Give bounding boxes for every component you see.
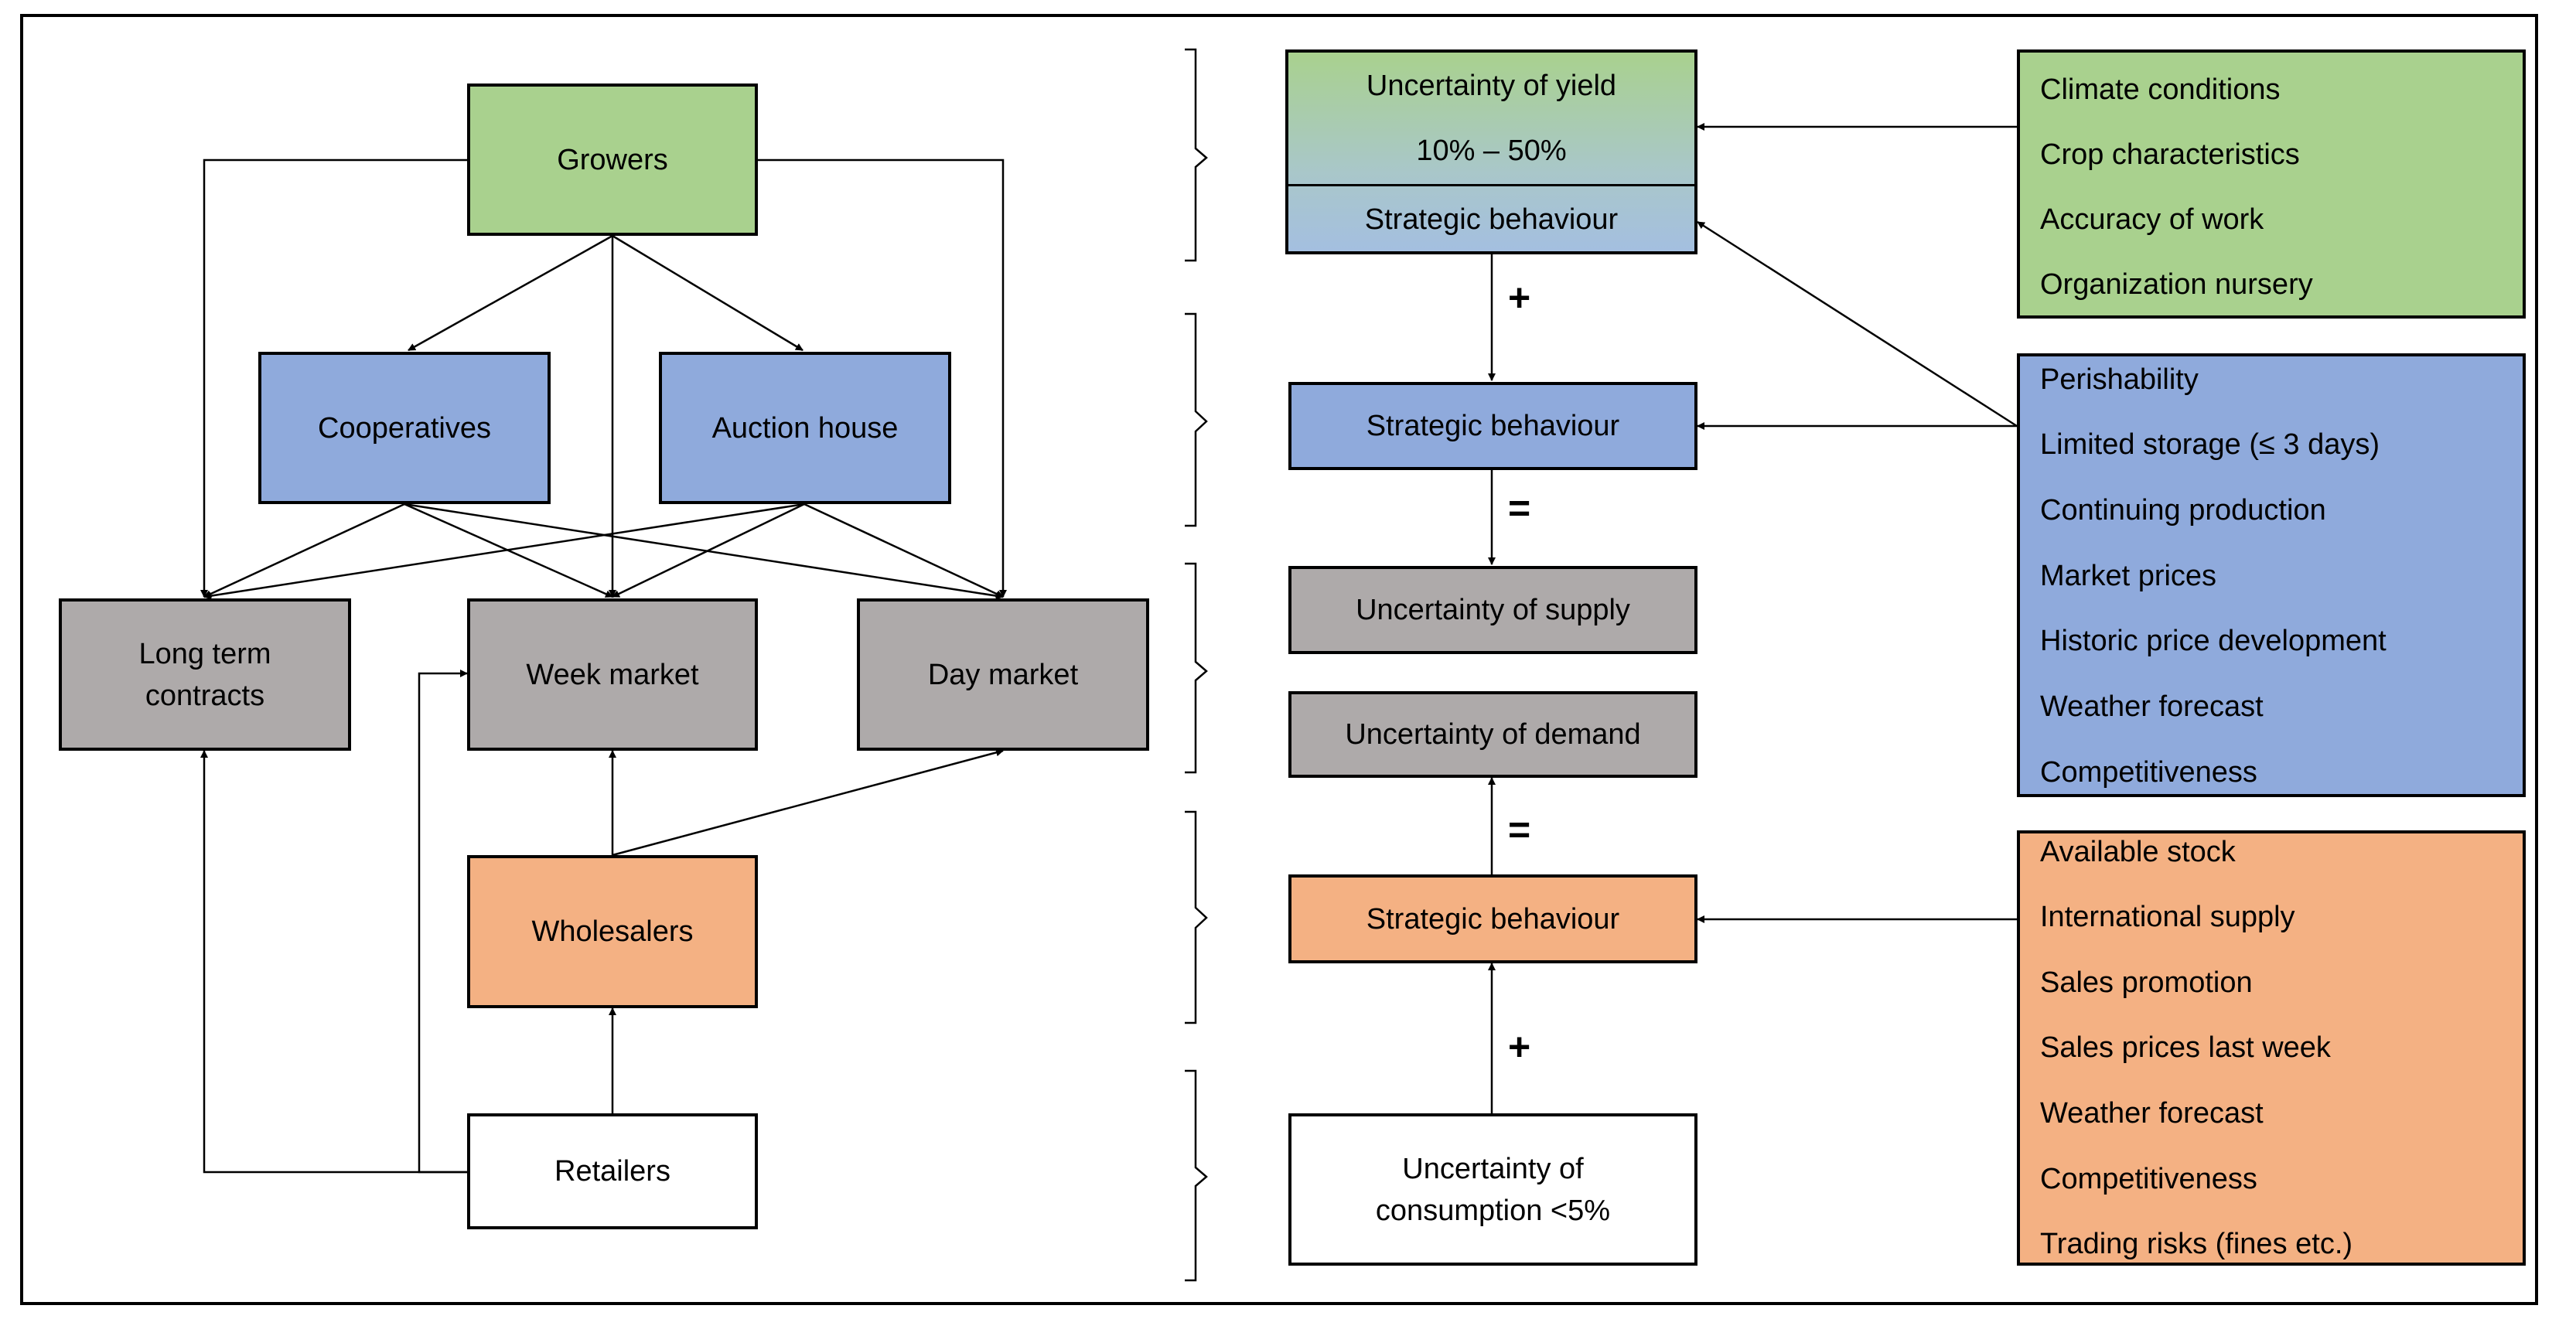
uncertainty-of-demand-box: Uncertainty of demand	[1288, 691, 1697, 778]
factor-item: Climate conditions	[2040, 73, 2281, 106]
arrow-retailers-to-week-market	[418, 670, 468, 1174]
intermediary-factors-box: Perishability Limited storage (≤ 3 days)…	[2017, 353, 2526, 797]
factor-item: Crop characteristics	[2040, 138, 2300, 171]
arrow-wholesalers-to-day-market	[612, 748, 1004, 857]
factor-item: Organization nursery	[2040, 268, 2313, 301]
plus-operator-top: +	[1508, 276, 1531, 319]
uncertainty-of-supply-box: Uncertainty of supply	[1288, 566, 1697, 654]
arrow-intermediary-factors-to-yield-strategic	[1697, 220, 2018, 428]
plus-operator-bottom: +	[1508, 1025, 1531, 1068]
arrow-growers-to-day-market	[758, 158, 1007, 598]
factor-item: Competitiveness	[2040, 1163, 2257, 1195]
brace-intermediaries	[1185, 312, 1208, 527]
factor-item: Trading risks (fines etc.)	[2040, 1228, 2353, 1260]
wholesalers-node: Wholesalers	[467, 855, 758, 1008]
arrow-cooperatives-to-day-market	[404, 503, 1004, 600]
arrow-auction-house-to-day-market	[804, 503, 1004, 598]
long-term-contracts-node: Long term contracts	[59, 598, 351, 751]
factor-item: Perishability	[2040, 363, 2199, 396]
retailers-node: Retailers	[467, 1113, 758, 1229]
week-market-node: Week market	[467, 598, 758, 751]
factor-item: Limited storage (≤ 3 days)	[2040, 428, 2380, 461]
yield-range: 10% – 50%	[1416, 135, 1567, 167]
arrow-retailers-to-long-term-contracts	[200, 750, 467, 1174]
factor-item: Accuracy of work	[2040, 203, 2264, 236]
uncertainty-of-consumption-box: Uncertainty of consumption <5%	[1288, 1113, 1697, 1266]
arrow-auction-house-to-week-market	[612, 503, 805, 598]
brace-markets	[1185, 562, 1208, 774]
day-market-node: Day market	[857, 598, 1149, 751]
arrow-growers-to-cooperatives	[408, 234, 613, 352]
factor-item: Continuing production	[2040, 494, 2326, 527]
growers-node: Growers	[467, 84, 758, 236]
grower-factors-box: Climate conditions Crop characteristics …	[2017, 49, 2526, 319]
equals-operator-top: =	[1508, 486, 1531, 530]
yield-title: Uncertainty of yield	[1366, 70, 1617, 102]
cooperatives-node: Cooperatives	[258, 352, 551, 504]
brace-wholesalers	[1185, 810, 1208, 1024]
brace-retailers	[1185, 1069, 1208, 1282]
factor-item: Sales prices last week	[2040, 1031, 2331, 1064]
factor-item: Weather forecast	[2040, 1097, 2264, 1130]
factor-item: Weather forecast	[2040, 690, 2264, 723]
factor-item: Historic price development	[2040, 625, 2387, 657]
equals-operator-bottom: =	[1508, 808, 1531, 851]
arrow-growers-to-auction-house	[612, 234, 804, 352]
arrow-cooperatives-to-long-term-contracts	[203, 503, 405, 598]
uncertainty-of-yield-box: Uncertainty of yield 10% – 50% Strategic…	[1285, 49, 1697, 254]
factor-item: Sales promotion	[2040, 966, 2253, 999]
factor-item: Competitiveness	[2040, 756, 2257, 789]
strategic-behaviour-growers-box: Strategic behaviour	[1288, 382, 1697, 470]
diagram-frame	[20, 14, 2538, 1305]
arrow-growers-to-long-term-contracts	[200, 158, 467, 598]
strategic-behaviour-wholesalers-box: Strategic behaviour	[1288, 874, 1697, 963]
factor-item: Market prices	[2040, 560, 2217, 592]
factor-item: International supply	[2040, 901, 2295, 933]
wholesaler-factors-box: Available stock International supply Sal…	[2017, 830, 2526, 1266]
factor-item: Available stock	[2040, 836, 2236, 868]
auction-house-node: Auction house	[659, 352, 951, 504]
arrow-auction-house-to-long-term-contracts	[203, 503, 805, 600]
yield-strategic-behaviour: Strategic behaviour	[1288, 184, 1694, 252]
brace-growers	[1185, 48, 1208, 262]
